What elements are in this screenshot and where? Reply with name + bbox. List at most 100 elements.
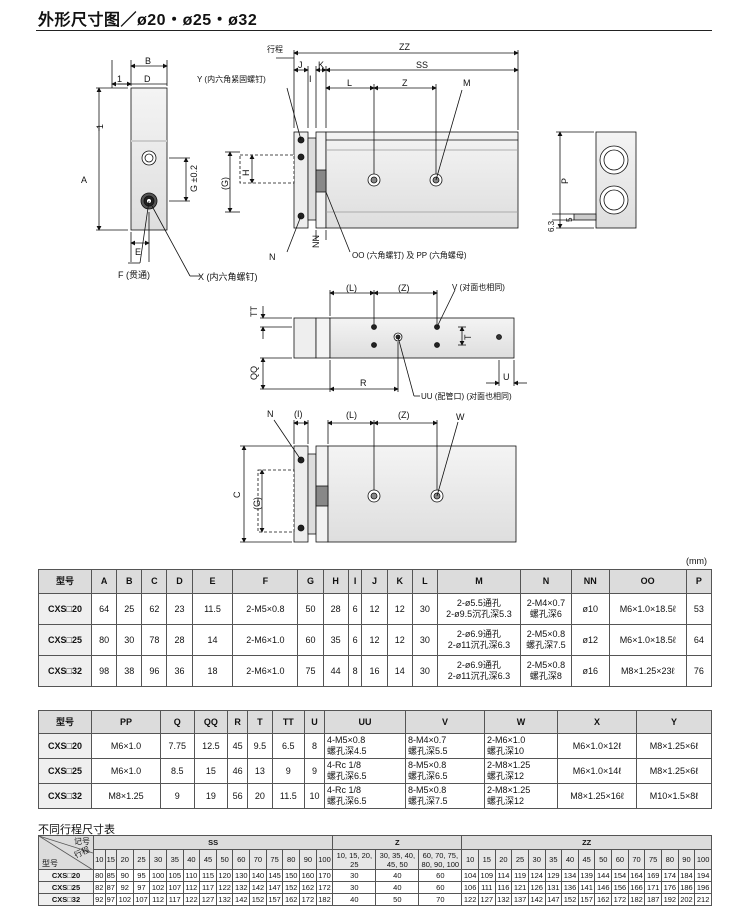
cell-ss: 110 bbox=[182, 869, 201, 882]
label-M: M bbox=[463, 78, 471, 88]
title-rule bbox=[36, 30, 712, 31]
cell-zz: 141 bbox=[577, 881, 596, 894]
cell-ss: 140 bbox=[249, 869, 267, 882]
cell-ss: 92 bbox=[116, 881, 134, 894]
cell-zz: 124 bbox=[527, 869, 546, 882]
cell-ss: 82 bbox=[93, 881, 106, 894]
cell: 2-M6×1.0 bbox=[232, 655, 299, 687]
cell: 98 bbox=[90, 655, 118, 687]
stroke-header-zz: 70 bbox=[627, 849, 646, 870]
cell-ss: 102 bbox=[149, 881, 167, 894]
cell-line: 2-M4×0.7 bbox=[526, 598, 566, 608]
stroke-header-ss: 10 bbox=[93, 849, 106, 870]
stroke-header-ss: 25 bbox=[132, 849, 151, 870]
cell: 44 bbox=[322, 655, 349, 687]
th-K: K bbox=[386, 569, 413, 594]
cell: 64 bbox=[90, 593, 118, 625]
cell-z: 50 bbox=[375, 893, 420, 906]
cell-zz: 147 bbox=[544, 893, 563, 906]
label-U: U bbox=[503, 372, 510, 382]
cell-ss: 162 bbox=[299, 881, 317, 894]
cell: 12 bbox=[386, 624, 413, 656]
cell-ss: 100 bbox=[149, 869, 167, 882]
label-bottom-L: (L) bbox=[346, 410, 357, 420]
group-ss: SS bbox=[92, 835, 334, 850]
label-ZZ: ZZ bbox=[399, 42, 410, 52]
cell-zz: 146 bbox=[594, 881, 613, 894]
th-B: B bbox=[116, 569, 143, 594]
cell-zz: 176 bbox=[661, 881, 679, 894]
cell-ss: 132 bbox=[215, 893, 234, 906]
cell: 14 bbox=[386, 655, 413, 687]
cell-zz: 111 bbox=[477, 881, 496, 894]
cell: 64 bbox=[685, 624, 713, 656]
cell-line: 2-ø5.5通孔 bbox=[456, 598, 501, 608]
cell: 11.5 bbox=[191, 593, 234, 625]
cell: M8×1.25×6ℓ bbox=[636, 758, 712, 784]
dimension-drawings: 1 D B A E F (贯通) X (内六角螺钉) G ±0.2 1 bbox=[81, 42, 637, 543]
cell-line: 螺孔深7.5 bbox=[408, 796, 448, 806]
cell-zz: 142 bbox=[527, 893, 546, 906]
th-V: V bbox=[405, 710, 485, 734]
label-1v: 1 bbox=[95, 124, 105, 129]
cell: 96 bbox=[141, 655, 168, 687]
cell-line: 4-M5×0.8 bbox=[327, 735, 366, 745]
cell: M8×1.25×6ℓ bbox=[636, 733, 712, 759]
stroke-header-zz: 10 bbox=[461, 849, 479, 870]
cell: M6×1.0 bbox=[91, 733, 161, 759]
stroke-header-ss: 100 bbox=[315, 849, 334, 870]
cell-zz: 119 bbox=[511, 869, 529, 882]
cell: 46 bbox=[227, 758, 249, 784]
cell: 2-M5×0.8 bbox=[232, 593, 299, 625]
stroke-header-ss: 60 bbox=[232, 849, 251, 870]
th-X: X bbox=[557, 710, 637, 734]
cell-ss: 142 bbox=[232, 893, 251, 906]
dimension-table-2: 型号 PP Q QQ R T TT U UU V W X Y CXS□20 M6… bbox=[38, 710, 712, 809]
th-L: L bbox=[411, 569, 438, 594]
cell-ss: 152 bbox=[282, 881, 301, 894]
stroke-header-ss: 40 bbox=[182, 849, 201, 870]
front-hole-top bbox=[141, 150, 157, 166]
cell-line: 8-M4×0.7 bbox=[408, 735, 447, 745]
cell-zz: 156 bbox=[611, 881, 629, 894]
cell: 13 bbox=[247, 758, 273, 784]
cell: 8 bbox=[304, 733, 325, 759]
cell-line: 螺孔深6.5 bbox=[327, 796, 367, 806]
cell-zz: 126 bbox=[527, 881, 546, 894]
cell-zz: 136 bbox=[561, 881, 579, 894]
label-N: N bbox=[269, 252, 276, 262]
th-N: N bbox=[519, 569, 572, 594]
cell-line: 4-Rc 1/8 bbox=[327, 785, 362, 795]
label-6-3: 6.3 bbox=[547, 220, 556, 232]
label-UU: UU (配管口) (对面也相同) bbox=[421, 391, 512, 401]
th-H: H bbox=[322, 569, 349, 594]
label-C: C bbox=[232, 491, 242, 498]
cell-line: 2-ø11沉孔深6.3 bbox=[447, 671, 511, 681]
th-U: U bbox=[304, 710, 325, 734]
stroke-header-ss: 35 bbox=[165, 849, 184, 870]
cell: 60 bbox=[297, 624, 324, 656]
cell-line: 2-M8×1.25 bbox=[487, 785, 531, 795]
cell-ss: 117 bbox=[165, 893, 184, 906]
stroke-header-zz: 50 bbox=[594, 849, 613, 870]
cell: 36 bbox=[166, 655, 193, 687]
cell: 7.75 bbox=[160, 733, 195, 759]
cell-model: CXS□32 bbox=[38, 783, 92, 809]
cell: 15 bbox=[193, 758, 229, 784]
cell-zz: 109 bbox=[477, 869, 496, 882]
cell: 45 bbox=[227, 733, 249, 759]
cell-ss: 117 bbox=[199, 881, 217, 894]
cell: M6×1.0×18.5ℓ bbox=[608, 593, 687, 625]
cell-ss: 90 bbox=[116, 869, 134, 882]
corner-top-label: 记号 bbox=[74, 837, 90, 846]
cell-z: 40 bbox=[375, 869, 420, 882]
cell-ss: 85 bbox=[104, 869, 117, 882]
cell: 9 bbox=[271, 758, 306, 784]
cell-zz: 169 bbox=[644, 869, 663, 882]
